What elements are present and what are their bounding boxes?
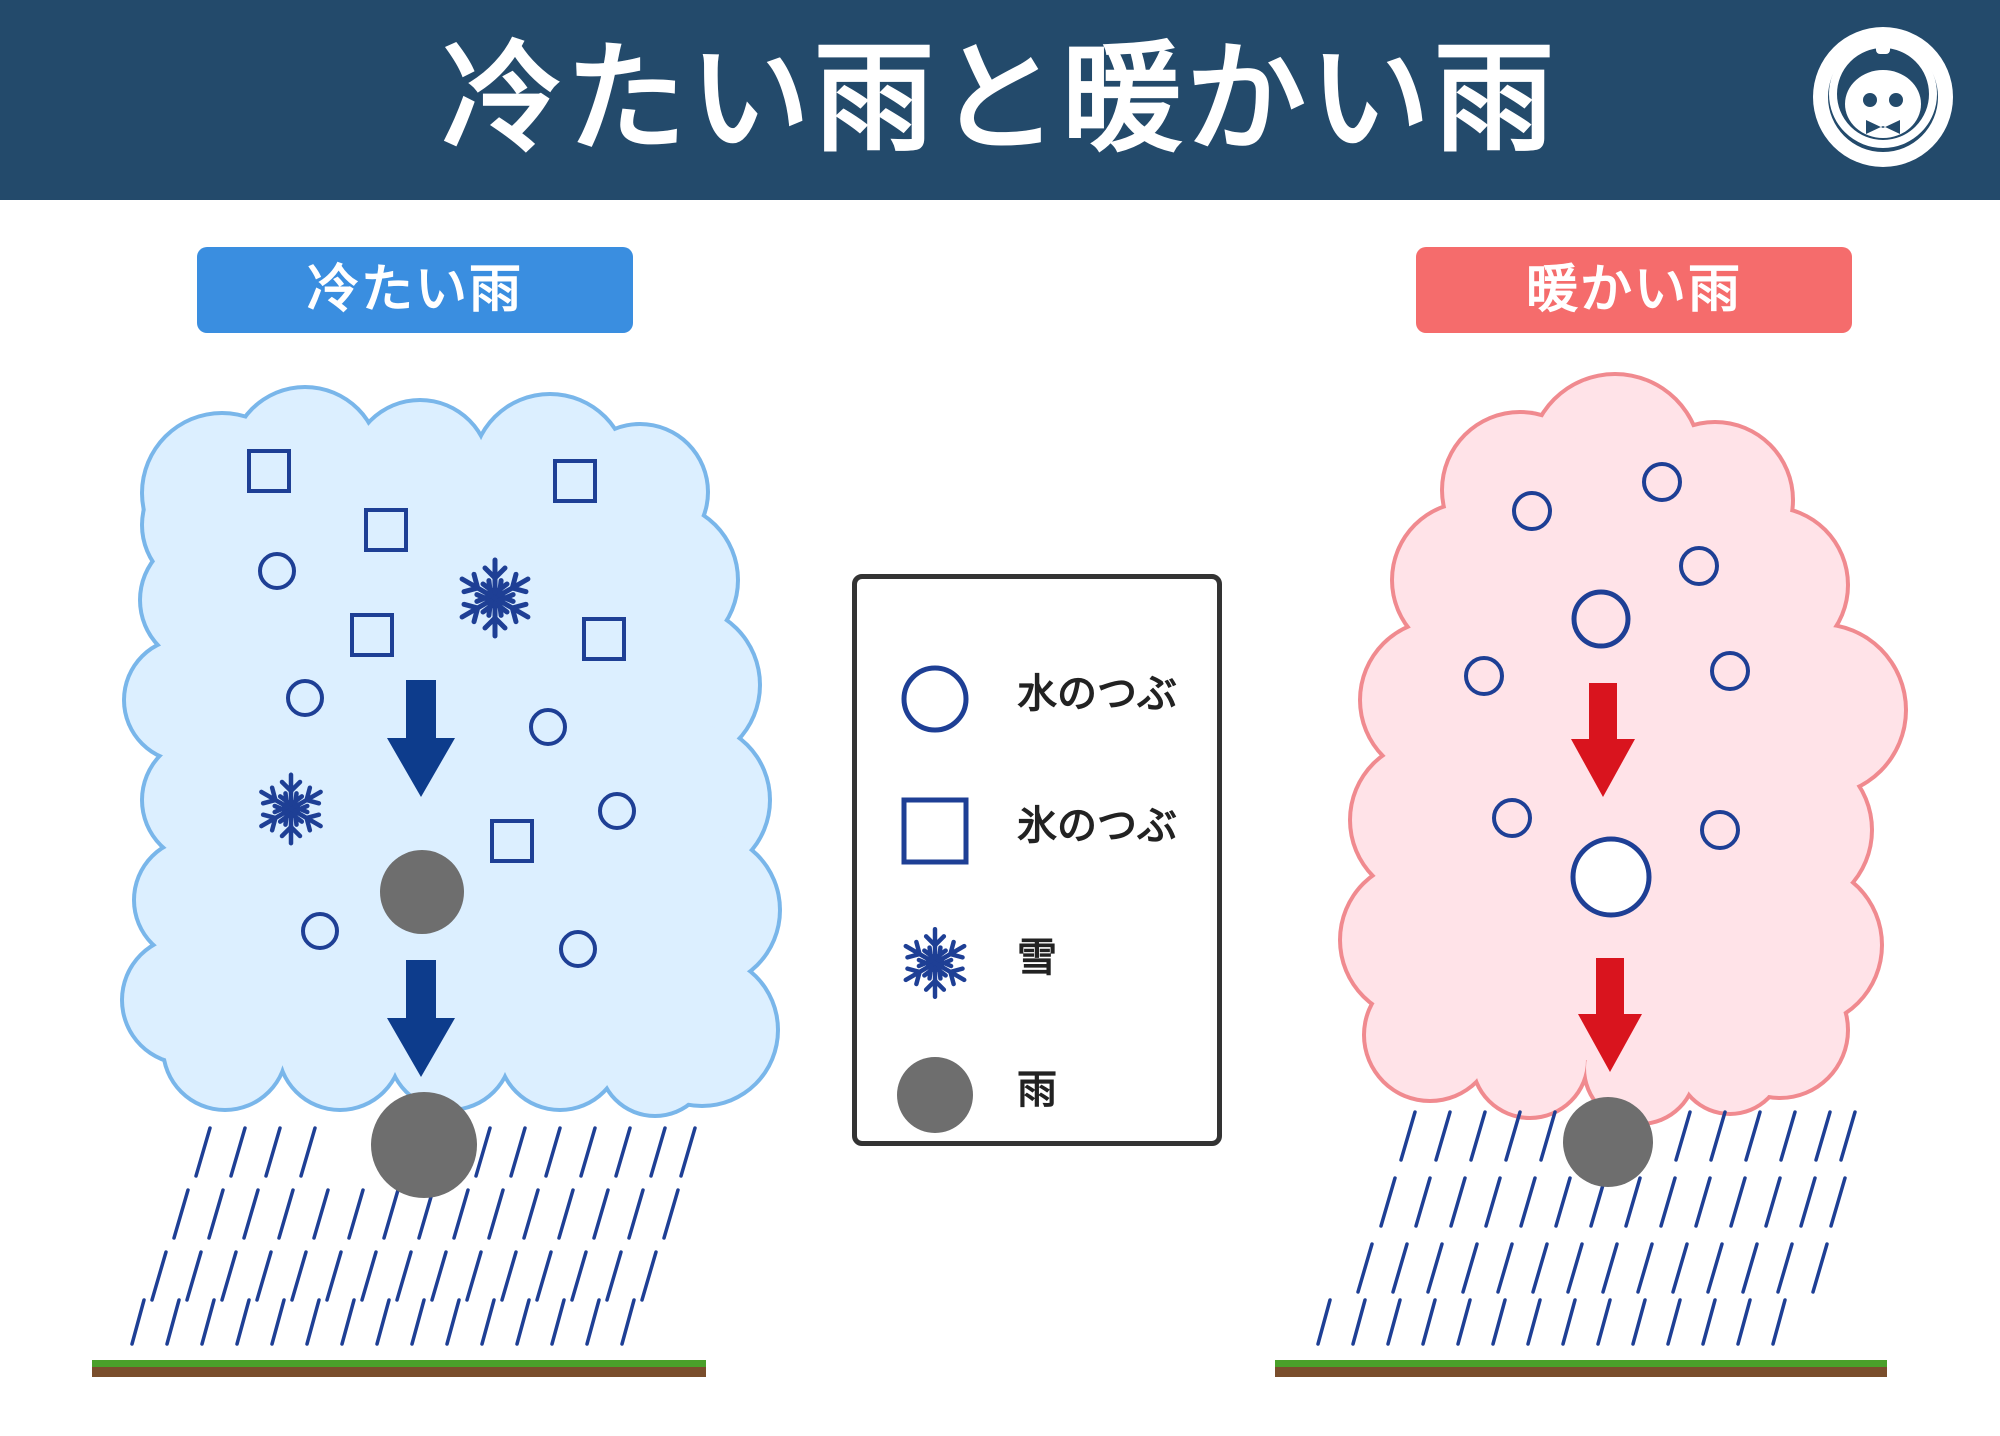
cold-ground [92, 1360, 706, 1377]
cold-cloud [120, 385, 782, 1118]
cold-rain-streaks [130, 1126, 697, 1346]
legend-label: 雪 [1017, 935, 1057, 981]
legend-label: 水のつぶ [1017, 671, 1177, 717]
cold-water-droplets [258, 552, 636, 968]
cold-arrow-down-icon [387, 680, 455, 797]
legend-item-ice-particle: 氷のつぶ [857, 771, 1217, 881]
legend-label: 雨 [1017, 1067, 1057, 1113]
snowflake-icon [895, 923, 975, 1003]
water-droplet-icon [901, 665, 969, 733]
cold-arrow-down-icon [387, 960, 455, 1077]
warm-water-droplets [1464, 462, 1750, 850]
warm-droplet-large [1570, 836, 1652, 918]
cold-raindrop [380, 850, 464, 934]
warm-rain-streaks [1316, 1110, 1857, 1346]
cold-ice-particles [247, 449, 626, 863]
cold-raindrop-falling [371, 1092, 477, 1198]
raindrop-icon [897, 1057, 973, 1133]
header-bar [0, 0, 2000, 200]
ice-particle-icon [901, 797, 969, 865]
legend-label: 氷のつぶ [1017, 803, 1177, 849]
warm-rain-label: 暖かい雨 [1416, 247, 1852, 333]
warm-droplet-growing [1571, 589, 1631, 649]
mascot-logo-icon [1813, 27, 1953, 167]
warm-arrow-down-icon [1571, 683, 1635, 797]
warm-arrow-down-icon [1578, 958, 1642, 1072]
legend-item-raindrop: 雨 [857, 1035, 1217, 1145]
warm-raindrop-falling [1563, 1097, 1653, 1187]
cold-rain-label: 冷たい雨 [197, 247, 633, 333]
warm-ground [1275, 1360, 1887, 1377]
legend-item-water-droplet: 水のつぶ [857, 639, 1217, 749]
legend-item-snowflake: 雪 [857, 903, 1217, 1013]
page-title: 冷たい雨と暖かい雨 [442, 30, 1558, 169]
legend: 水のつぶ 氷のつぶ 雪 雨 [852, 574, 1222, 1146]
